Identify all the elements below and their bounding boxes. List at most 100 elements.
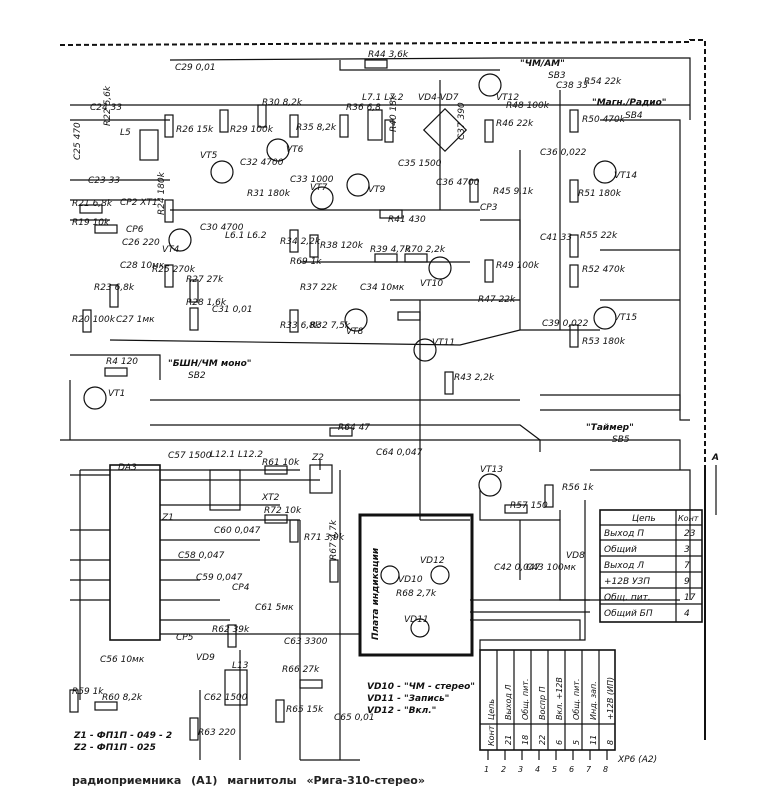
switch-sb2-label: SB2 bbox=[188, 371, 206, 381]
component-label-r23: R23 6,8k bbox=[94, 283, 135, 293]
component-label-r50: R50 470k bbox=[582, 115, 626, 125]
component-label-r19: R19 10k bbox=[72, 218, 110, 228]
component-label-r21: R21 6,8k bbox=[72, 199, 113, 209]
conn-bottom-circuit: Общ. пит. bbox=[521, 679, 530, 720]
conn-bottom-pin: 6 bbox=[569, 765, 574, 774]
component-label-r51: R51 180k bbox=[578, 189, 622, 199]
component-label-l13: L13 bbox=[232, 661, 249, 671]
component-label-r40: R40 18k bbox=[389, 94, 399, 132]
component-label-l7: L7.1 L7.2 bbox=[362, 93, 404, 103]
component-label-c34: C34 10мк bbox=[360, 283, 405, 293]
component-label-l61: L6.1 L6.2 bbox=[225, 231, 267, 241]
component-label-vt15: VT15 bbox=[614, 313, 637, 323]
component-label-vt8: VT8 bbox=[346, 327, 364, 337]
component-label-r34: R34 2,2k bbox=[280, 237, 321, 247]
conn-bottom-header-circuit: Цепь bbox=[487, 699, 496, 720]
component-label-r43: R43 2,2k bbox=[454, 373, 495, 383]
component-label-c59: C59 0,047 bbox=[196, 573, 243, 583]
indication-board-label: Плата индикации bbox=[371, 547, 381, 640]
component-label-xt2: XT2 bbox=[261, 493, 280, 503]
component-label-c35: C35 1500 bbox=[398, 159, 442, 169]
component-label-c65: C65 0,01 bbox=[334, 713, 375, 723]
caption-part-3: магнитолы bbox=[227, 774, 297, 787]
conn-bottom-circuit: +12В (ИП) bbox=[606, 677, 615, 720]
conn-bottom-contact: 6 bbox=[555, 740, 564, 745]
component-label-r25: R25 270k bbox=[152, 265, 196, 275]
component-label-c37: C37 390 bbox=[457, 102, 467, 140]
component-label-r66: R66 27k bbox=[282, 665, 320, 675]
component-label-c29: C29 0,01 bbox=[175, 63, 216, 73]
component-label-r53: R53 180k bbox=[582, 337, 626, 347]
component-label-vt4: VT4 bbox=[162, 245, 180, 255]
component-label-r47: R47 22k bbox=[478, 295, 516, 305]
component-label-c43: C43 100мк bbox=[526, 563, 577, 573]
conn-bottom-pin: 8 bbox=[603, 765, 608, 774]
component-label-r20: R20 100k bbox=[72, 315, 116, 325]
component-label-r36: R36 6,8 bbox=[346, 103, 381, 113]
conn-bottom-contact: 22 bbox=[538, 735, 547, 745]
component-label-vd8: VD8 bbox=[566, 551, 585, 561]
conn-bottom-pin: 2 bbox=[501, 765, 506, 774]
component-label-r41: R41 430 bbox=[388, 215, 426, 225]
component-label-cp3: CP3 bbox=[480, 203, 498, 213]
component-label-r38: R38 120k bbox=[320, 241, 364, 251]
switch-timer-label: "Таймер" bbox=[586, 423, 634, 433]
component-label-r31: R31 180k bbox=[247, 189, 291, 199]
conn-bottom-circuit: Вкл. +12В bbox=[555, 677, 564, 720]
conn-right-row-circuit: Выход Л bbox=[604, 561, 644, 571]
component-label-c38: C38 33 bbox=[556, 81, 588, 91]
component-label-cp4: CP4 bbox=[232, 583, 250, 593]
component-label-c58: C58 0,047 bbox=[178, 551, 225, 561]
conn-right-header-contact: Конт bbox=[678, 514, 699, 523]
conn-bottom-contact: 5 bbox=[572, 740, 581, 745]
component-label-vt14: VT14 bbox=[614, 171, 637, 181]
component-label-r35: R35 8,2k bbox=[296, 123, 337, 133]
component-label-r69: R69 1k bbox=[290, 257, 322, 267]
conn-bottom-contact: 18 bbox=[521, 735, 530, 745]
component-glyphs bbox=[69, 59, 617, 741]
conn-right-row-contact: 7 bbox=[684, 561, 690, 571]
conn-right-row-circuit: Выход П bbox=[604, 529, 644, 539]
component-label-r48: R48 100k bbox=[506, 101, 550, 111]
component-label-l12: L12.1 L12.2 bbox=[210, 450, 263, 460]
component-label-vt1: VT1 bbox=[108, 389, 125, 399]
led-legend-vd12: VD12 - "Вкл." bbox=[367, 706, 436, 716]
conn-right-row-circuit: +12В УЗП bbox=[604, 577, 650, 587]
component-label-r56: R56 1k bbox=[562, 483, 594, 493]
component-label-c31: C31 0,01 bbox=[212, 305, 253, 315]
component-label-vd9: VD9 bbox=[196, 653, 215, 663]
switch-chm-am-label: "ЧМ/АМ" bbox=[520, 59, 565, 69]
filter-z2-label: Z2 - ФП1П - 025 bbox=[73, 743, 156, 753]
component-label-r26: R26 15k bbox=[176, 125, 214, 135]
component-label-c28: C28 10мк bbox=[120, 261, 165, 271]
component-label-r68: R68 2,7k bbox=[396, 589, 437, 599]
conn-bottom-circuit: Инд. зап. bbox=[589, 681, 598, 720]
component-label-r37: R37 22k bbox=[300, 283, 338, 293]
component-label-c57: C57 1500 bbox=[168, 451, 212, 461]
conn-right-row-contact: 17 bbox=[684, 593, 696, 603]
component-label-r28: R28 1,6k bbox=[186, 298, 227, 308]
component-label-vt7: VT7 bbox=[310, 183, 328, 193]
component-label-r27: R27 27k bbox=[186, 275, 224, 285]
switch-sb4-label: SB4 bbox=[625, 111, 643, 121]
output-marker-label: А bbox=[711, 453, 719, 463]
component-label-da3: DA3 bbox=[118, 463, 137, 473]
component-label-r39: R39 4,7k bbox=[370, 245, 411, 255]
conn-right-header-circuit: Цепь bbox=[632, 514, 656, 524]
component-label-r52: R52 470k bbox=[582, 265, 626, 275]
component-label-c39: C39 0,022 bbox=[542, 319, 589, 329]
component-label-c56: C56 10мк bbox=[100, 655, 145, 665]
component-label-c63: C63 3300 bbox=[284, 637, 328, 647]
component-label-c64: C64 0,047 bbox=[376, 448, 423, 458]
conn-bottom-pin: 3 bbox=[518, 765, 523, 774]
caption-part-4: «Рига-310-стерео» bbox=[306, 774, 425, 787]
conn-bottom-pin: 5 bbox=[552, 765, 557, 774]
component-label-r64: R64 47 bbox=[338, 423, 370, 433]
component-label-c42: C42 0,047 bbox=[494, 563, 541, 573]
component-label-l5: L5 bbox=[120, 128, 131, 138]
component-label-vt6: VT6 bbox=[286, 145, 304, 155]
conn-bottom-contact: 8 bbox=[606, 740, 615, 745]
component-label-c62: C62 1500 bbox=[204, 693, 248, 703]
